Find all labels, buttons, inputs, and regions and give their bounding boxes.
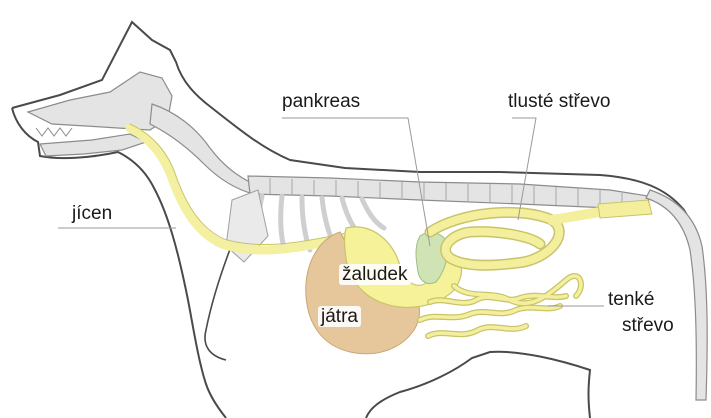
label-large-intestine: tlusté střevo	[508, 92, 610, 111]
dog-body-outline	[12, 22, 704, 418]
label-small-intestine-line2: střevo	[622, 316, 674, 335]
label-stomach: žaludek	[339, 264, 411, 285]
label-small-intestine-line1: tenké	[608, 290, 654, 309]
label-pancreas: pankreas	[282, 92, 360, 111]
label-liver: játra	[318, 306, 361, 327]
teeth	[36, 128, 72, 136]
label-esophagus: jícen	[72, 204, 112, 223]
front-leg-outline	[205, 244, 232, 360]
